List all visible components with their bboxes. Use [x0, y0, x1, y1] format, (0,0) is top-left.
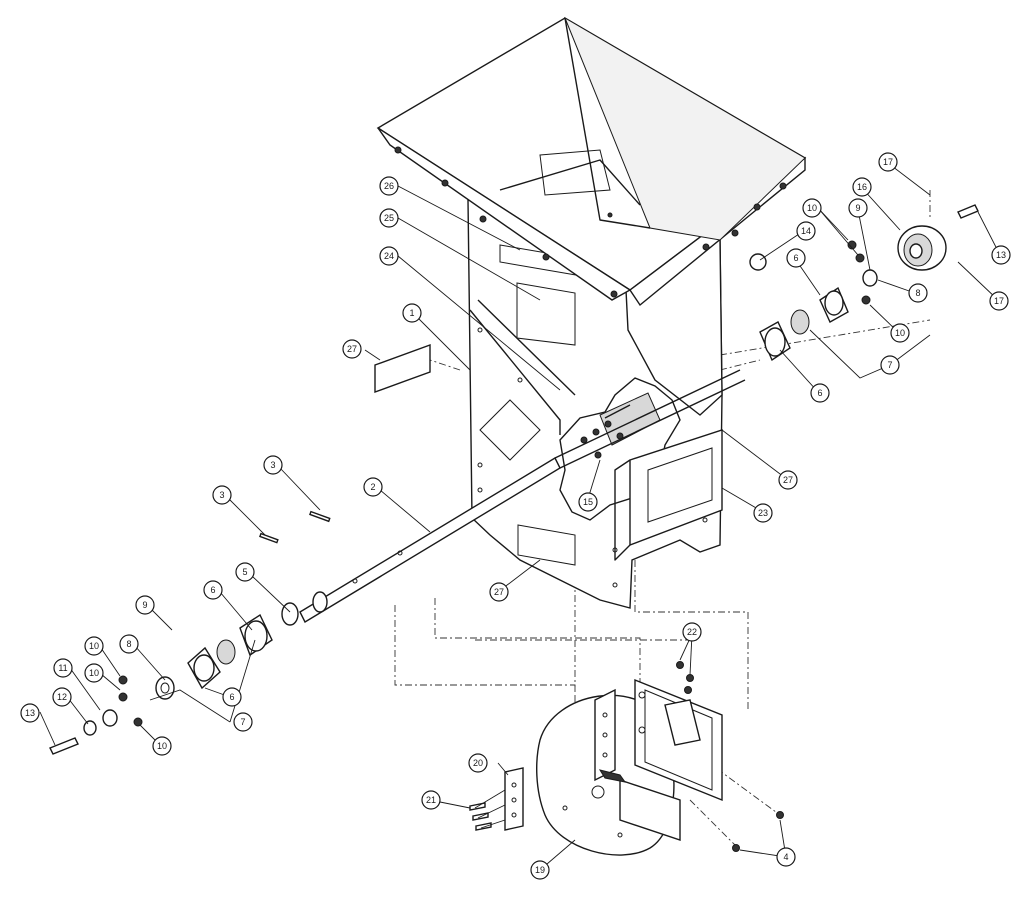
callout-15-label: 15 [583, 497, 593, 507]
callout-10-d-label: 10 [807, 203, 817, 213]
callout-6-left-lower-label: 6 [229, 692, 234, 702]
callout-13-right-label: 13 [996, 250, 1006, 260]
callout-6-left-upper: 6 [203, 580, 223, 600]
chipper-disc-assembly [469, 661, 784, 856]
callout-13-left: 13 [20, 703, 40, 723]
callout-24-label: 24 [384, 251, 394, 261]
callout-12-label: 12 [57, 692, 67, 702]
callout-6-left-lower: 6 [222, 687, 242, 707]
right-bearing-stack [749, 204, 979, 362]
callout-27-left: 27 [342, 339, 362, 359]
callout-3-lower-label: 3 [219, 490, 224, 500]
callout-21: 21 [421, 790, 441, 810]
callout-22: 22 [682, 622, 702, 642]
callout-8-left-label: 8 [126, 639, 131, 649]
callout-27-right: 27 [778, 470, 798, 490]
callout-10-a-label: 10 [89, 641, 99, 651]
callout-5-label: 5 [242, 567, 247, 577]
callout-27-right-label: 27 [783, 475, 793, 485]
callout-17-upper-label: 17 [883, 157, 893, 167]
callout-26-label: 26 [384, 181, 394, 191]
callout-20: 20 [468, 753, 488, 773]
callout-6-right-upper-label: 6 [793, 253, 798, 263]
decal-plate [374, 344, 431, 393]
discharge-hood [614, 429, 723, 561]
access-cutout [479, 399, 541, 461]
callout-8-left: 8 [119, 634, 139, 654]
callout-6-right-lower-label: 6 [817, 388, 822, 398]
callout-6-right-lower: 6 [810, 383, 830, 403]
callout-17-lower-label: 17 [994, 296, 1004, 306]
callout-6-right-upper: 6 [786, 248, 806, 268]
callout-4: 4 [776, 847, 796, 867]
callout-16-label: 16 [857, 182, 867, 192]
callout-11: 11 [53, 658, 73, 678]
callout-13-left-label: 13 [25, 708, 35, 718]
callout-2-label: 2 [370, 482, 375, 492]
callout-27-bottom-label: 27 [494, 587, 504, 597]
callout-15: 15 [578, 492, 598, 512]
callout-19: 19 [530, 860, 550, 880]
callout-7-left: 7 [233, 712, 253, 732]
callout-8-right: 8 [908, 283, 928, 303]
callout-10-a: 10 [84, 636, 104, 656]
callout-10-e-label: 10 [895, 328, 905, 338]
callout-12: 12 [52, 687, 72, 707]
callout-26: 26 [379, 176, 399, 196]
callout-9-left-label: 9 [142, 600, 147, 610]
callout-10-e: 10 [890, 323, 910, 343]
callout-22-label: 22 [687, 627, 697, 637]
callout-1-label: 1 [409, 308, 414, 318]
callout-17-upper: 17 [878, 152, 898, 172]
callout-14: 14 [796, 221, 816, 241]
callout-7-right: 7 [880, 355, 900, 375]
callout-3-upper: 3 [263, 455, 283, 475]
callout-10-b-label: 10 [89, 668, 99, 678]
callout-2: 2 [363, 477, 383, 497]
callout-17-lower: 17 [989, 291, 1009, 311]
callout-27-bottom: 27 [489, 582, 509, 602]
callout-bubbles: 1 2 3 3 4 5 6 6 6 6 7 7 8 8 9 9 10 10 10… [20, 152, 1011, 880]
callout-7-right-label: 7 [887, 360, 892, 370]
callout-5: 5 [235, 562, 255, 582]
callout-21-label: 21 [426, 795, 436, 805]
feed-hopper [376, 16, 807, 307]
callout-8-right-label: 8 [915, 288, 920, 298]
callout-9-left: 9 [135, 595, 155, 615]
callout-10-c: 10 [152, 736, 172, 756]
callout-10-b: 10 [84, 663, 104, 683]
callout-23-label: 23 [758, 508, 768, 518]
callout-10-c-label: 10 [157, 741, 167, 751]
callout-11-label: 11 [58, 663, 67, 673]
callout-7-left-label: 7 [240, 717, 245, 727]
callout-10-d: 10 [802, 198, 822, 218]
callout-20-label: 20 [473, 758, 483, 768]
callout-27-left-label: 27 [347, 344, 357, 354]
callout-19-label: 19 [535, 865, 545, 875]
callout-6-left-upper-label: 6 [210, 585, 215, 595]
callout-25: 25 [379, 208, 399, 228]
callout-9-right: 9 [848, 198, 868, 218]
main-shaft [299, 369, 746, 623]
callout-23: 23 [753, 503, 773, 523]
callout-13-right: 13 [991, 245, 1011, 265]
callout-16: 16 [852, 177, 872, 197]
callout-1: 1 [402, 303, 422, 323]
callout-9-right-label: 9 [855, 203, 860, 213]
callout-14-label: 14 [801, 226, 811, 236]
left-bearing-stack [49, 510, 331, 755]
callout-24: 24 [379, 246, 399, 266]
callout-3-lower: 3 [212, 485, 232, 505]
callout-4-label: 4 [783, 852, 788, 862]
callout-25-label: 25 [384, 213, 394, 223]
callout-3-upper-label: 3 [270, 460, 275, 470]
